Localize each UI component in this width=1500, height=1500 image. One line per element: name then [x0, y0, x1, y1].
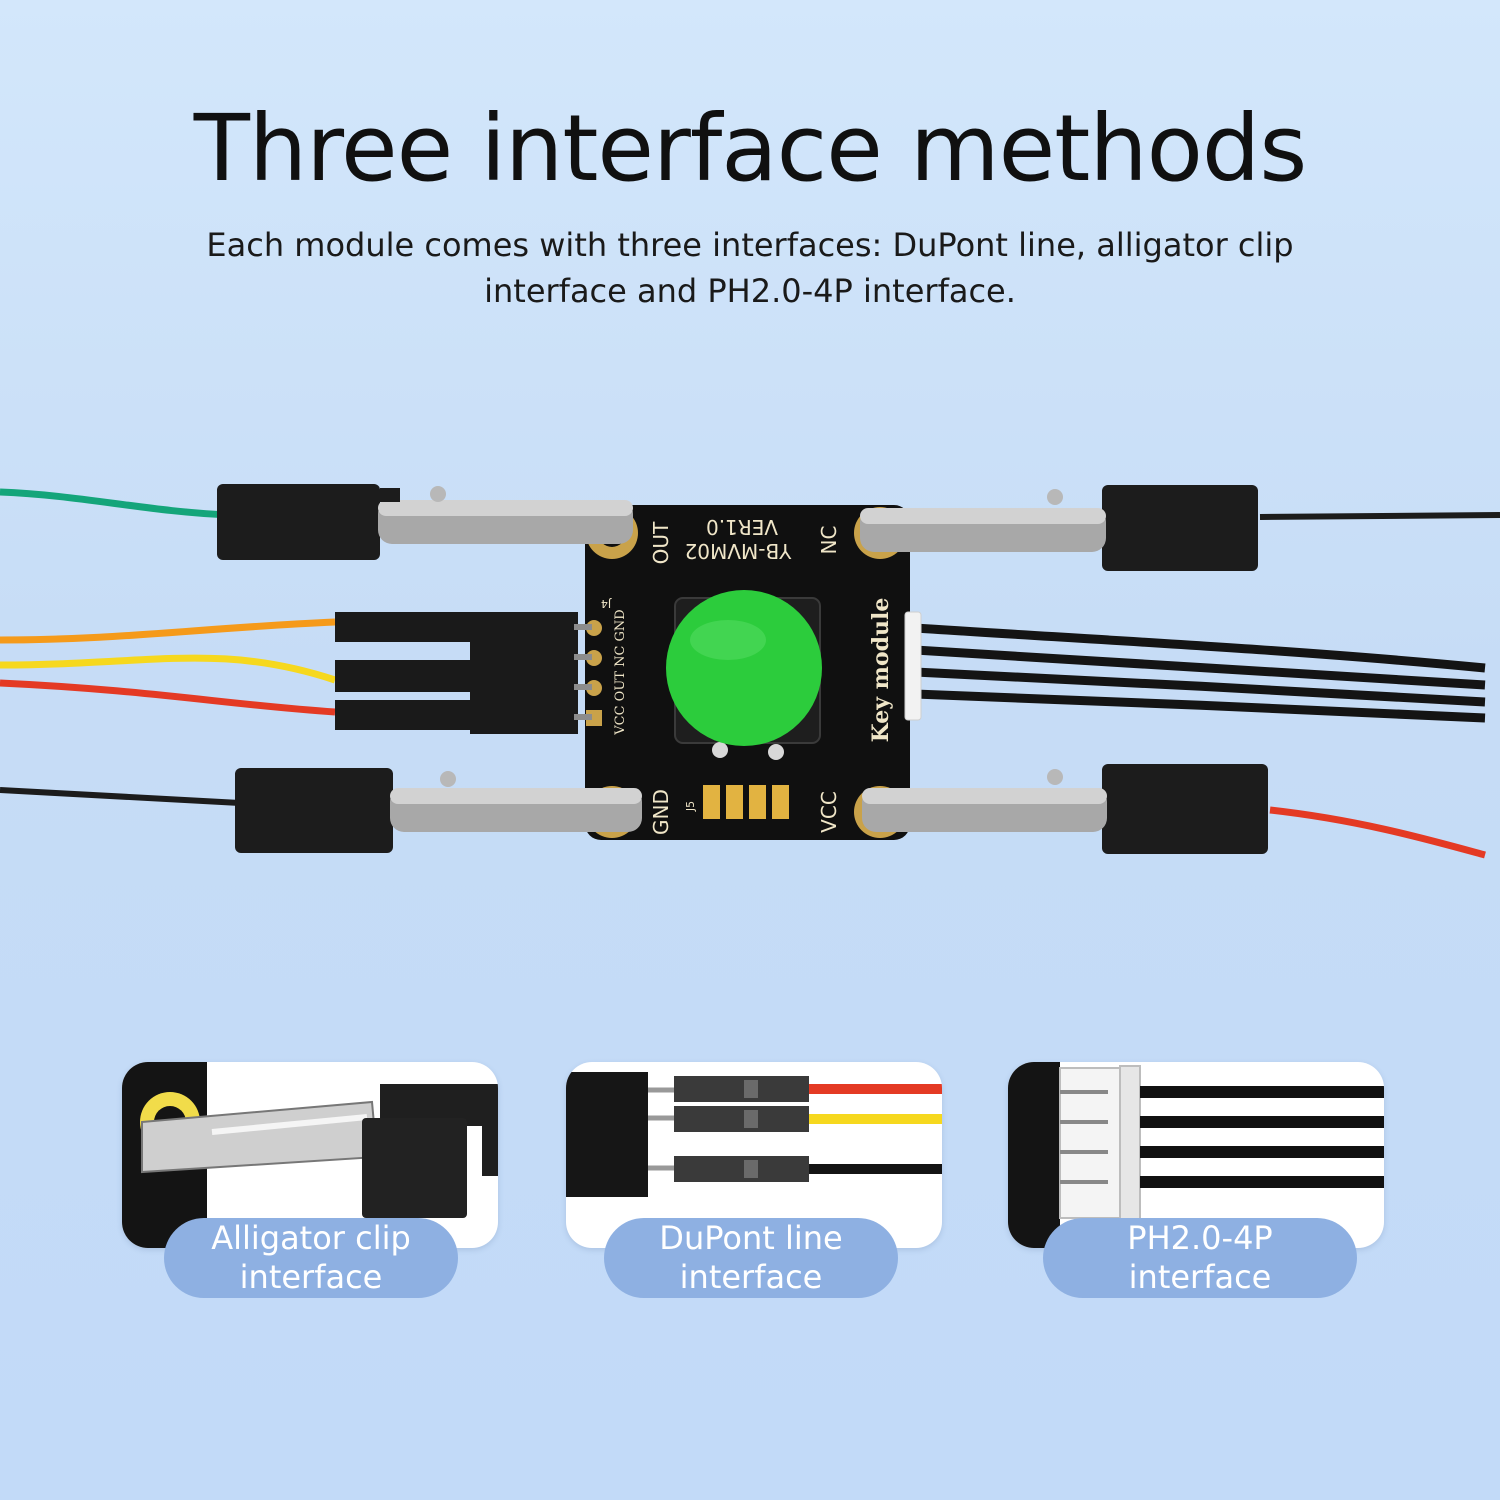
clip-bottom-right — [862, 764, 1268, 854]
page-title: Three interface methods — [193, 95, 1308, 202]
ph-connector-closeup — [1008, 1062, 1384, 1248]
pin-label-vcc: VCC — [817, 791, 841, 833]
clip-bottom-left — [235, 768, 642, 853]
ph-interface-label-line-2: interface — [1128, 1258, 1272, 1296]
black-wire-left — [0, 787, 241, 806]
key-module-illustration: OUT NC GND VCC YB-MVM02 VER1.0 Key modul… — [0, 484, 1500, 859]
ph-cable — [914, 623, 1486, 723]
green-button-cap — [666, 590, 822, 746]
header-j4-label: J4 — [601, 597, 612, 610]
alligator-clip-closeup — [122, 1062, 498, 1248]
alligator-clip-label-line-2: interface — [239, 1258, 383, 1296]
orange-wire — [0, 618, 336, 644]
yellow-wire — [0, 654, 337, 684]
pin-label-nc: NC — [817, 526, 841, 555]
dupont-line-label-line-1: DuPont line — [659, 1219, 843, 1257]
subtitle-line-2: interface and PH2.0-4P interface. — [484, 272, 1016, 310]
clip-top-left — [217, 484, 633, 560]
dupont-connector — [335, 612, 592, 734]
red-wire-right — [1269, 806, 1486, 859]
board-version: VER1.0 — [706, 515, 778, 539]
alligator-clip-label: Alligator clip interface — [164, 1218, 458, 1298]
alligator-clip-label-line-1: Alligator clip — [211, 1219, 411, 1257]
pin-label-gnd: GND — [649, 789, 673, 835]
j5-label: J5 — [684, 801, 697, 812]
ph-interface-label: PH2.0-4P interface — [1043, 1218, 1357, 1298]
dupont-line-closeup — [566, 1072, 942, 1197]
dupont-line-label: DuPont line interface — [604, 1218, 898, 1298]
pin-label-out: OUT — [649, 521, 673, 564]
ph-connector — [904, 611, 922, 721]
ph-interface-card — [1008, 1062, 1384, 1248]
dupont-line-card — [566, 1062, 942, 1248]
dupont-line-label-line-2: interface — [679, 1258, 823, 1296]
ph-interface-label-line-1: PH2.0-4P — [1127, 1219, 1273, 1257]
page-subtitle: Each module comes with three interfaces:… — [200, 222, 1300, 314]
clip-top-right — [860, 485, 1258, 571]
alligator-clip-card — [122, 1062, 498, 1248]
red-wire-left — [0, 679, 336, 716]
green-wire — [0, 488, 231, 519]
board-name: Key module — [868, 598, 894, 743]
subtitle-line-1: Each module comes with three interfaces:… — [206, 226, 1294, 264]
header-pin-label: VCC OUT NC GND — [613, 609, 628, 735]
board-model: YB-MVM02 — [685, 539, 793, 563]
black-wire-right-top — [1259, 512, 1500, 520]
